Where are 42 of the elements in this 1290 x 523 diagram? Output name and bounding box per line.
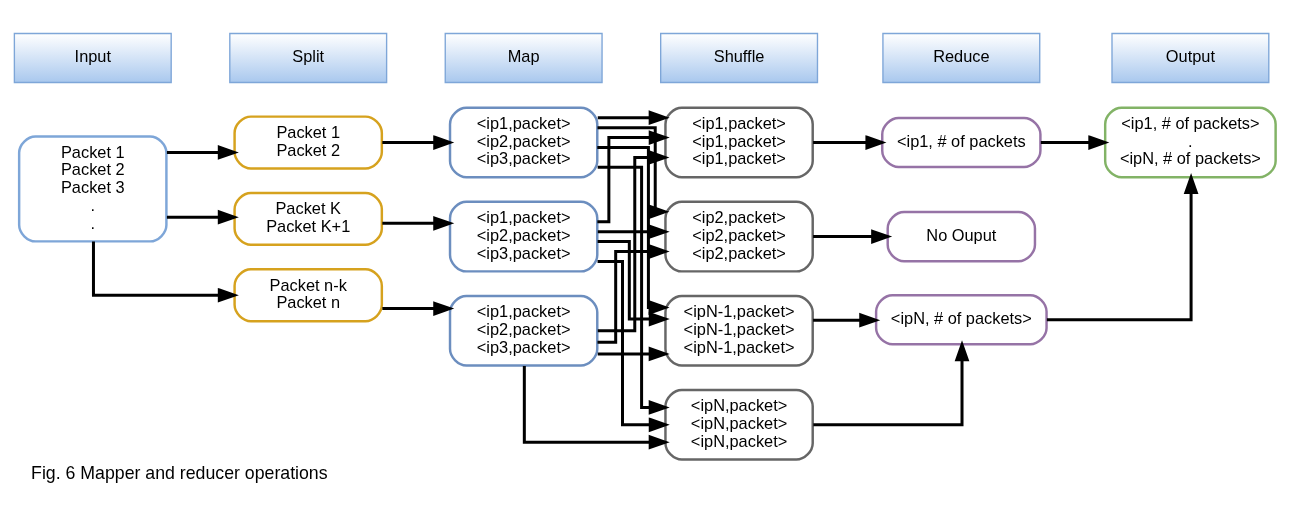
arrow [166, 145, 239, 160]
node-box: Output [1111, 32, 1270, 84]
node-box: <ipN, # of packets> [874, 294, 1048, 346]
node-box: <ipN,packet> <ipN,packet> <ipN,packet> [664, 388, 814, 461]
node-box: <ip1,packet> <ip1,packet> <ip1,packet> [664, 106, 814, 179]
arrow [382, 215, 455, 231]
node-box: Packet 1 Packet 2 [233, 115, 384, 170]
node-box: <ip1,packet> <ip2,packet> <ip3,packet> [448, 200, 599, 273]
node-box: <ip1,packet> <ip2,packet> <ip3,packet> [448, 294, 599, 367]
arrow [166, 209, 239, 225]
arrow [597, 165, 670, 415]
node-box: <ip1, # of packets> . <ipN, # of packets> [1103, 106, 1277, 179]
node-box: <ipN-1,packet> <ipN-1,packet> <ipN-1,packet> [664, 294, 814, 367]
arrow [597, 224, 670, 239]
node-box: No Ouput [886, 210, 1037, 263]
caption: Fig. 6 Mapper and reducer operations [31, 463, 328, 484]
node-box: Reduce [882, 32, 1041, 84]
node-box: <ip2,packet> <ip2,packet> <ip2,packet> [664, 200, 814, 273]
arrow [382, 301, 455, 316]
node-box: Map [444, 32, 603, 84]
arrow [522, 365, 670, 450]
node-box: <ip1,packet> <ip2,packet> <ip3,packet> [448, 106, 599, 179]
arrow [91, 241, 239, 303]
arrow [597, 240, 670, 327]
node-box: Packet n-k Packet n [233, 268, 384, 323]
arrow [382, 135, 455, 150]
arrow [813, 312, 881, 328]
arrow [597, 110, 670, 126]
arrow [813, 135, 887, 150]
arrow [1040, 135, 1110, 150]
node-box: Input [13, 32, 172, 84]
arrow [597, 259, 670, 433]
node-box: <ip1, # of packets [881, 116, 1042, 169]
arrow [813, 229, 893, 244]
arrow [1046, 173, 1199, 322]
node-box: Shuffle [660, 32, 819, 84]
node-box: Packet 1 Packet 2 Packet 3 . . [17, 135, 168, 243]
arrow [597, 244, 670, 344]
node-box: Split [229, 32, 388, 84]
arrow [597, 346, 670, 362]
node-box: Packet K Packet K+1 [233, 191, 384, 247]
arrow [813, 340, 970, 427]
